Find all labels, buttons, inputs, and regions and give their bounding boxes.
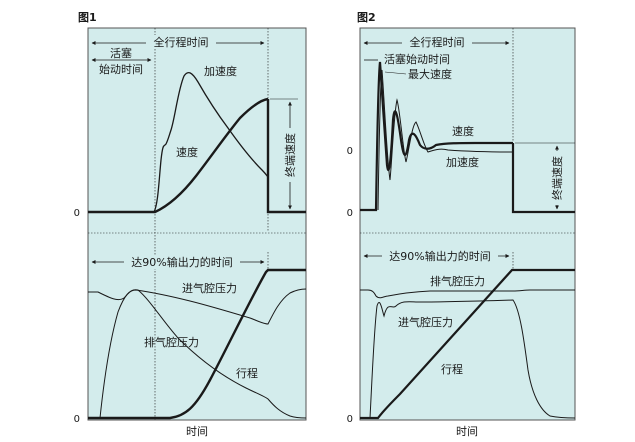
- figure-1-velocity-label: 速度: [176, 145, 198, 159]
- figure-1-acceleration-curve: [88, 71, 269, 213]
- figure-2-stroke-curve: [360, 268, 575, 420]
- figure-2: 图2 全行程时间 活塞始动时间 最大速度 终端速度 速度 加速度 0 0 达90…: [347, 11, 576, 438]
- figure-1-title: 图1: [78, 11, 97, 24]
- figure-2-guide-lines: [360, 28, 575, 270]
- figure-2-total-stroke-label: 全行程时间: [410, 35, 465, 49]
- figure-1-piston-start-label-2: 始动时间: [99, 62, 143, 76]
- figure-2-velocity-curve: [360, 61, 513, 212]
- figure-2-x-label: 时间: [456, 425, 478, 438]
- figure-1-panel: [87, 27, 307, 421]
- figure-1-piston-start-label-1: 活塞: [110, 46, 132, 60]
- figure-2-max-velocity-label: 最大速度: [408, 67, 452, 81]
- figure-2-title: 图2: [357, 11, 376, 24]
- figure-2-panel: [359, 27, 576, 421]
- figure-1-exhaust-pressure-curve: [99, 289, 307, 419]
- figure-1-stroke-curve: [88, 268, 306, 420]
- figure-1-time-to-90-label: 达90%输出力的时间: [131, 255, 232, 269]
- figure-1-zero-upper: 0: [74, 208, 80, 219]
- figure-2-zero-b: 0: [347, 208, 353, 219]
- figure-2-exhaust-pressure-label: 排气腔压力: [430, 274, 485, 288]
- figure-2-acceleration-label: 加速度: [446, 155, 479, 169]
- figure-2-stroke-label: 行程: [441, 363, 463, 376]
- figure-1: 图1 全行程时间 活塞 始动时间 终端速度 加速度 速度 0: [74, 11, 307, 438]
- figure-1-exhaust-pressure-label: 排气腔压力: [144, 335, 199, 349]
- figure-1-velocity-curve: [88, 97, 269, 214]
- figure-1-x-label: 时间: [186, 425, 208, 438]
- figure-2-exhaust-pressure-curve: [360, 289, 575, 299]
- figure-2-velocity-label: 速度: [452, 124, 474, 138]
- figure-2-terminal-velocity-label: 终端速度: [550, 156, 564, 200]
- figure-1-terminal-velocity-label: 终端速度: [283, 133, 297, 177]
- figure-1-inlet-pressure-curve: [88, 288, 307, 325]
- figure-2-time-to-90-label: 达90%输出力的时间: [389, 249, 490, 263]
- figure-1-stroke-label: 行程: [236, 367, 258, 380]
- figure-1-acceleration-label: 加速度: [204, 64, 237, 78]
- figure-2-inlet-pressure-label: 进气腔压力: [398, 315, 453, 329]
- figure-2-piston-start-label: 活塞始动时间: [384, 52, 450, 66]
- figure-2-inlet-pressure-curve: [369, 299, 576, 419]
- figure-2-velocity-drop: [511, 143, 575, 214]
- figure-1-label-bg: [146, 35, 216, 49]
- figure-1-zero-lower: 0: [74, 414, 80, 425]
- figure-2-acceleration-curve: [377, 69, 514, 211]
- figure-2-zero-a: 0: [347, 146, 353, 157]
- figure-1-total-stroke-label: 全行程时间: [154, 35, 209, 49]
- figure-1-inlet-pressure-label: 进气腔压力: [182, 281, 237, 295]
- figure-2-zero-lower: 0: [347, 414, 353, 425]
